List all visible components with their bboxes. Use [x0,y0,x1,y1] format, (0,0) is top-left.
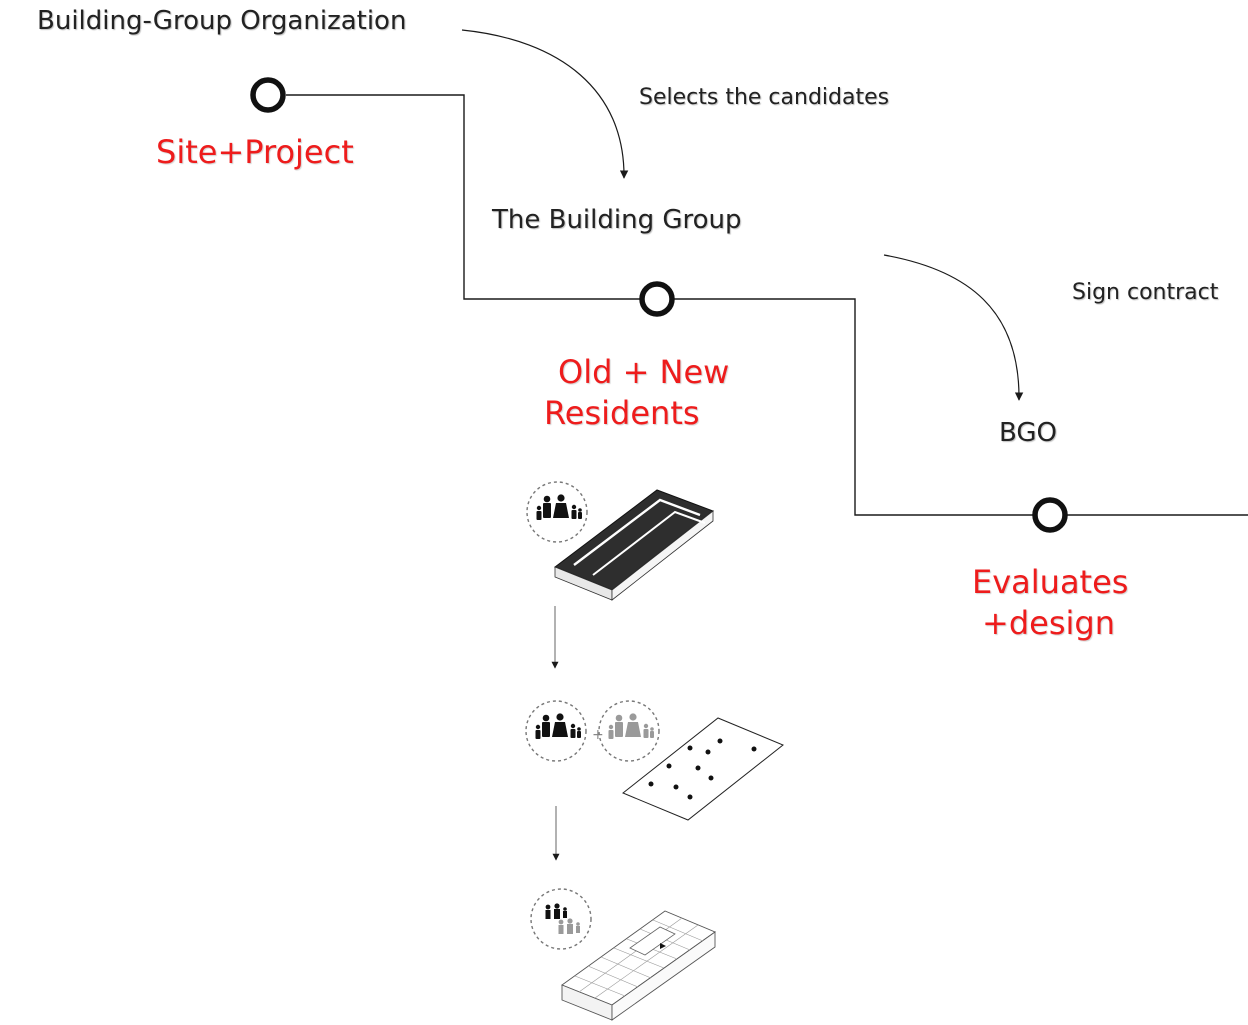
node-old-new-residents [639,281,675,317]
mixed-family-circle-icon [530,888,592,950]
new-family-figures-icon [608,713,654,739]
evaluates-line1: Evaluates [972,563,1129,601]
new-building-illustration [530,888,716,1021]
process-path [286,94,1248,516]
old-new-residents-line1: Old + New [558,353,730,391]
curved-arrow-sign-contract [883,254,1024,401]
old-family-figures-icon [535,713,581,739]
evaluates-design-label: Evaluates +design [972,562,1128,644]
old-residents-illustration [526,481,715,601]
open-field-plot [622,717,784,821]
family-circle-icon [526,481,588,543]
node-evaluates-design [1032,497,1068,533]
diagram-title: Building-Group Organization [37,6,407,36]
node-site-project [250,77,286,113]
selects-candidates-label: Selects the candidates [639,85,890,110]
old-new-residents-illustration: + [525,700,784,821]
evaluates-line2: +design [982,603,1115,642]
curved-arrow-selects [461,29,629,179]
site-project-label: Site+Project [156,133,354,171]
plus-symbol: + [592,727,604,743]
old-family-circle-icon [525,700,587,762]
old-new-residents-label: Old + New Residents [544,352,729,434]
old-new-residents-line2: Residents [544,393,700,432]
people-in-field-icon [648,738,757,800]
sign-contract-label: Sign contract [1072,280,1219,305]
mixed-family-figures-icon [545,903,580,934]
new-family-circle-icon [598,700,660,762]
building-group-label: The Building Group [492,205,742,235]
bgo-label: BGO [999,418,1057,448]
family-figures-icon [536,494,582,520]
